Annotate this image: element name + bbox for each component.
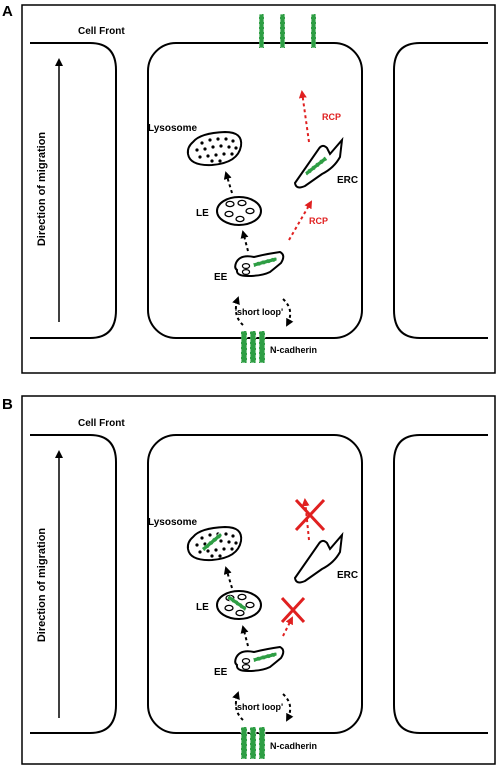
panel-a-erc-label: ERC <box>337 175 358 186</box>
panel-b-central-cell <box>147 434 363 734</box>
panel-a-right-cell <box>393 42 488 339</box>
panel-a-rcp-arrow-upper <box>298 90 310 143</box>
panel-a-le-label: LE <box>196 208 209 219</box>
panel-b-block-cross-lower <box>280 596 306 624</box>
panel-a-late-endosome <box>216 196 262 226</box>
panel-b-direction-label: Direction of migration <box>36 528 48 643</box>
panel-a-ee-label: EE <box>214 272 228 283</box>
panel-b-ee-label: EE <box>214 667 228 678</box>
panel-a-erc <box>293 136 344 189</box>
panel-a-lysosome <box>186 130 243 167</box>
panel-b-bottom-cadherin <box>240 726 266 760</box>
panel-a-direction-label: Direction of migration <box>36 132 48 247</box>
panel-b-left-cell <box>30 434 117 734</box>
panel-b-erc-label: ERC <box>337 570 358 581</box>
panel-a-rcp-arrow-lower <box>288 200 313 241</box>
panel-a-early-endosome <box>234 250 285 278</box>
panel-a-short-loop-up-arrow <box>232 296 244 326</box>
panel-b-letter: B <box>2 396 13 413</box>
panel-b: B Cell Front Direction of migration N-ca… <box>2 395 496 765</box>
panel-b-lysosome-label: Lysosome <box>148 517 198 528</box>
panel-b-short-loop-label: 'short loop' <box>235 702 283 712</box>
panel-a-letter: A <box>2 3 13 20</box>
panel-a-rcp-label-upper: RCP <box>322 112 341 122</box>
panel-b-cell-front-label: Cell Front <box>78 418 125 429</box>
panel-b-early-endosome <box>234 645 285 673</box>
panel-b-erc <box>293 531 344 584</box>
panel-a-short-loop-label: 'short loop' <box>235 307 283 317</box>
panel-b-arrow-ee-to-le <box>240 625 249 647</box>
panel-b-arrow-le-to-lysosome <box>223 566 233 589</box>
panel-a-arrow-le-to-lysosome <box>223 171 233 194</box>
panel-b-lysosome <box>186 525 243 562</box>
panel-a-short-loop-down-arrow <box>282 298 294 327</box>
panel-a-cell-front-label: Cell Front <box>78 26 125 37</box>
panel-a-ncadherin-label: N-cadherin <box>270 345 317 355</box>
panel-b-right-cell <box>393 434 488 734</box>
panel-a-left-cell <box>30 42 117 339</box>
panel-b-ncadherin-label: N-cadherin <box>270 741 317 751</box>
panel-b-block-cross-upper <box>294 498 326 532</box>
panel-a-bottom-cadherin <box>240 330 266 364</box>
panel-a-frame <box>21 4 496 374</box>
panel-a-top-cadherin <box>258 13 317 49</box>
panel-a-central-cell <box>147 42 363 339</box>
panel-b-frame <box>21 395 496 765</box>
panel-a: A Cell Front Direction of migration N-ca… <box>2 3 496 374</box>
panel-b-short-loop-up-arrow <box>232 691 244 721</box>
panel-a-arrow-ee-to-le <box>240 230 249 252</box>
panel-a-lysosome-label: Lysosome <box>148 123 198 134</box>
panel-b-short-loop-down-arrow <box>282 693 294 722</box>
panel-a-rcp-label-lower: RCP <box>309 216 328 226</box>
panel-b-late-endosome <box>216 590 262 620</box>
panel-b-le-label: LE <box>196 602 209 613</box>
